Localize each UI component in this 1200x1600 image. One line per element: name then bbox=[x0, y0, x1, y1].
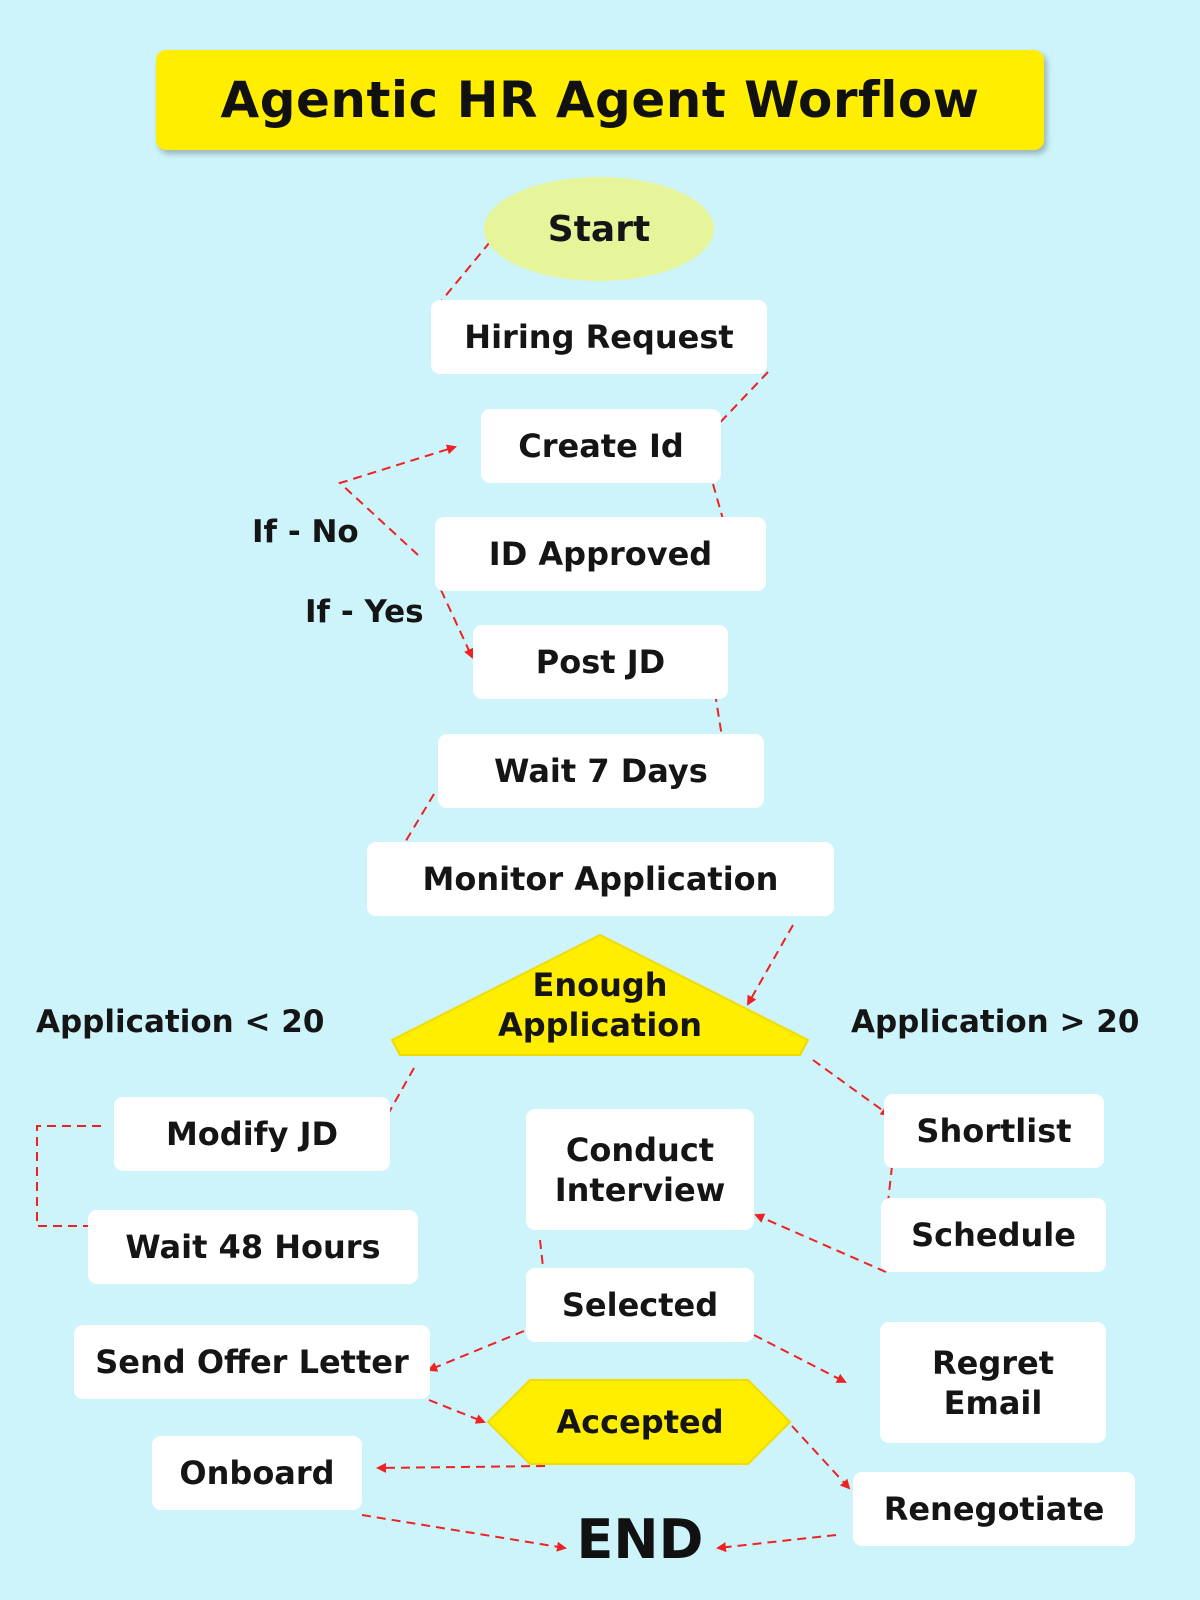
enough-application-text: Enough Application bbox=[440, 965, 760, 1045]
application-more-than-20-label: Application > 20 bbox=[851, 1004, 1140, 1040]
regret-email-line-2: Email bbox=[943, 1383, 1043, 1422]
monitor-application-label: Monitor Application bbox=[422, 860, 779, 898]
arrow-monitor-to-enough-application bbox=[747, 924, 794, 1006]
arrow-accepted-to-onboard bbox=[376, 1462, 546, 1473]
enough-application-line-2: Application bbox=[497, 1006, 703, 1044]
title-banner: Agentic HR Agent Worflow bbox=[156, 50, 1044, 150]
id-approved-node: ID Approved bbox=[435, 517, 766, 591]
accepted-label: Accepted bbox=[556, 1403, 724, 1441]
modify-jd-label: Modify JD bbox=[165, 1115, 339, 1153]
shortlist-label: Shortlist bbox=[916, 1112, 1072, 1150]
regret-email-line-1: Regret bbox=[931, 1343, 1055, 1382]
end-node: END bbox=[576, 1508, 704, 1571]
monitor-application-node: Monitor Application bbox=[367, 842, 834, 916]
wait-48-hours-node: Wait 48 Hours bbox=[88, 1210, 418, 1284]
wait-7-days-label: Wait 7 Days bbox=[494, 752, 708, 790]
if-yes-label: If - Yes bbox=[305, 594, 424, 630]
create-id-node: Create Id bbox=[481, 409, 721, 483]
send-offer-letter-node: Send Offer Letter bbox=[74, 1325, 430, 1399]
post-jd-label: Post JD bbox=[535, 643, 666, 681]
enough-application-line-1: Enough bbox=[532, 966, 668, 1004]
start-node: Start bbox=[484, 177, 714, 281]
arrow-selected-to-send-offer bbox=[427, 1330, 525, 1372]
conduct-interview-line-1: Conduct bbox=[565, 1130, 715, 1169]
arrow-selected-to-regret-email bbox=[753, 1334, 847, 1383]
hiring-request-node: Hiring Request bbox=[431, 300, 767, 374]
arrow-accepted-to-renegotiate bbox=[791, 1425, 851, 1490]
arrow-renegotiate-to-end bbox=[716, 1534, 837, 1553]
wait-48-hours-label: Wait 48 Hours bbox=[125, 1228, 381, 1266]
post-jd-node: Post JD bbox=[473, 625, 728, 699]
accepted-decision-shape bbox=[486, 1379, 792, 1465]
selected-label: Selected bbox=[561, 1286, 719, 1324]
arrow-post-jd-to-wait-7-days bbox=[714, 692, 730, 764]
arrow-wait-7-days-to-monitor bbox=[396, 793, 435, 856]
page-title: Agentic HR Agent Worflow bbox=[220, 71, 980, 129]
send-offer-letter-label: Send Offer Letter bbox=[95, 1343, 409, 1381]
application-less-than-20-label: Application < 20 bbox=[36, 1004, 325, 1040]
create-id-label: Create Id bbox=[518, 427, 684, 465]
schedule-node: Schedule bbox=[881, 1198, 1106, 1272]
hiring-request-label: Hiring Request bbox=[464, 318, 734, 356]
regret-email-node: Regret Email bbox=[880, 1322, 1106, 1443]
renegotiate-label: Renegotiate bbox=[883, 1490, 1105, 1528]
modify-jd-node: Modify JD bbox=[114, 1097, 390, 1171]
enough-application-decision-shape bbox=[391, 934, 809, 1056]
arrow-id-approved-to-post-jd bbox=[440, 589, 474, 659]
conduct-interview-node: Conduct Interview bbox=[526, 1109, 754, 1230]
onboard-label: Onboard bbox=[179, 1454, 335, 1492]
arrow-send-offer-to-accepted bbox=[428, 1399, 486, 1424]
renegotiate-node: Renegotiate bbox=[853, 1472, 1135, 1546]
conduct-interview-line-2: Interview bbox=[554, 1170, 726, 1209]
arrow-schedule-to-conduct-interview bbox=[754, 1213, 887, 1273]
shortlist-node: Shortlist bbox=[884, 1094, 1104, 1168]
if-no-label: If - No bbox=[252, 514, 359, 550]
arrow-enough-to-shortlist bbox=[812, 1059, 891, 1117]
accepted-text: Accepted bbox=[520, 1402, 760, 1442]
arrow-modify-jd-to-wait-48-hours bbox=[36, 1125, 105, 1231]
selected-node: Selected bbox=[526, 1268, 754, 1342]
id-approved-label: ID Approved bbox=[488, 535, 713, 573]
onboard-node: Onboard bbox=[152, 1436, 362, 1510]
arrow-onboard-to-end bbox=[361, 1514, 567, 1552]
arrow-enough-to-modify-jd bbox=[378, 1067, 415, 1132]
arrow-if-no-loop bbox=[338, 444, 457, 556]
schedule-label: Schedule bbox=[911, 1216, 1076, 1254]
wait-7-days-node: Wait 7 Days bbox=[438, 734, 764, 808]
